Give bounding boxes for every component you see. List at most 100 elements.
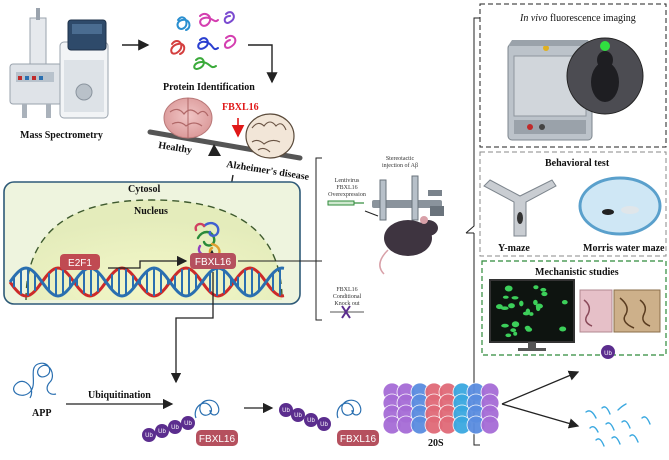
- ub-bead: [168, 420, 182, 434]
- fluorescent-cell: [511, 321, 520, 328]
- peptide-fragment: [601, 406, 611, 415]
- in-vivo-italic: In vivo: [519, 13, 548, 24]
- arrow-protein-to-brain: [248, 44, 278, 84]
- mechanistic-title: Mechanistic studies: [535, 267, 619, 278]
- knockout-icon: [330, 305, 364, 319]
- mass-spectrometer-icon: [9, 8, 109, 119]
- fluorescent-cell: [513, 331, 518, 336]
- arrow-fbxl16-to-ubiquitination: [170, 272, 214, 384]
- syringe-icon: [327, 200, 364, 206]
- ub-bead-label: Ub: [171, 425, 179, 431]
- right-bracket: [465, 17, 480, 446]
- proteasome-label: 20S: [428, 438, 444, 449]
- e2f1-box: [60, 254, 100, 270]
- lentivirus-label-1: Lentivirus: [335, 178, 360, 184]
- app-protein-bound-icon-2: [336, 399, 362, 419]
- mass-spectrometry-label: Mass Spectrometry: [20, 130, 103, 141]
- app-protein-bound-icon: [194, 399, 220, 419]
- fbxl16-complex-box-2: [337, 430, 379, 446]
- knockout-label-3: Knock out: [334, 301, 359, 307]
- arrow-to-fragments: [501, 403, 580, 429]
- free-ub-label: Ub: [604, 351, 612, 357]
- proteasome-subunit: [480, 415, 500, 435]
- fluorescent-cell: [529, 312, 534, 316]
- fbxl16-highlight-label: FBXL16: [222, 102, 259, 113]
- y-maze-label: Y-maze: [498, 243, 530, 254]
- healthy-brain-icon: [163, 97, 213, 139]
- fluorescent-cell: [541, 291, 548, 297]
- ub-bead: [317, 417, 331, 431]
- connector-to-mouse: [364, 210, 379, 217]
- fluorescent-cell: [540, 287, 547, 292]
- y-maze-icon: [483, 179, 557, 237]
- fluorescent-cell: [504, 285, 513, 292]
- fluorescent-cell: [559, 326, 567, 332]
- fluorescent-cell: [533, 285, 539, 290]
- in-vivo-panel: [479, 3, 667, 148]
- behavioral-title: Behavioral test: [545, 158, 610, 169]
- healthy-label: Healthy: [158, 140, 193, 156]
- ub-bead: [155, 424, 169, 438]
- fluorescent-cell: [496, 304, 503, 310]
- knockout-label-1: FBXL16: [336, 287, 357, 293]
- peptide-fragment: [605, 422, 615, 431]
- stereotactic-label-1: Stereotactic: [386, 156, 415, 162]
- peptide-fragment: [595, 438, 605, 447]
- fluorescent-cell: [508, 303, 515, 309]
- ub-bead-label: Ub: [282, 408, 290, 414]
- lentivirus-label-3: Overexpression: [328, 192, 366, 198]
- behavioral-panel: [479, 151, 667, 257]
- mouse-fluorescence-icon: [566, 37, 644, 115]
- peptide-fragment: [629, 434, 639, 443]
- fluorescent-cell: [525, 327, 533, 332]
- peptide-fragment: [589, 425, 599, 433]
- morris-label: Morris water maze: [583, 243, 665, 254]
- fluorescent-cell: [510, 328, 517, 333]
- water-maze-icon: [578, 176, 662, 236]
- in-vivo-title: In vivo fluorescence imaging: [519, 13, 636, 24]
- proteasome-20s-icon: [382, 382, 500, 435]
- app-label: APP: [32, 408, 51, 419]
- fbxl16-complex-label-2: FBXL16: [340, 434, 377, 445]
- ub-bead-label: Ub: [184, 421, 192, 427]
- ub-bead: [142, 428, 156, 442]
- fluorescent-cell: [505, 333, 512, 338]
- fluorescent-cell: [536, 305, 541, 312]
- peptide-fragment: [585, 410, 597, 419]
- arrow-e2f1-to-fbxl16: [108, 255, 188, 269]
- peptide-fragment: [611, 436, 621, 445]
- alzheimers-label: Alzheimer's disease: [226, 159, 311, 183]
- fbxl16-complex-label-1: FBXL16: [199, 434, 236, 445]
- lentivirus-label-2: FBXL16: [336, 185, 357, 191]
- fbxl16-complex-box-1: [196, 430, 238, 446]
- ub-bead: [291, 408, 305, 422]
- stereotactic-label-2: injection of Aβ: [382, 162, 418, 169]
- ub-bead-label: Ub: [320, 422, 328, 428]
- fluorescent-cell: [502, 295, 509, 299]
- alzheimer-brain-icon: [245, 113, 295, 159]
- ub-bead-label: Ub: [158, 429, 166, 435]
- ub-bead: [279, 403, 293, 417]
- protein-cluster-icon: [170, 11, 237, 70]
- ub-bead-label: Ub: [145, 433, 153, 439]
- protein-identification-label: Protein Identification: [163, 82, 255, 93]
- peptide-fragment: [621, 420, 631, 429]
- mouse-icon: [379, 216, 438, 275]
- fluorescent-cell: [519, 300, 524, 307]
- app-protein-icon: [13, 362, 57, 399]
- stereotactic-apparatus-icon: [372, 175, 444, 221]
- fluorescent-cell: [522, 311, 530, 316]
- fbxl16-gene-box: [190, 253, 236, 269]
- monitor-icon: [489, 279, 575, 351]
- peptide-fragment: [617, 403, 627, 411]
- fluorescent-cell: [501, 323, 509, 328]
- nucleus-label: Nucleus: [134, 206, 168, 217]
- peptide-fragment: [641, 416, 651, 425]
- e2f1-label: E2F1: [68, 258, 92, 269]
- ub-bead: [181, 416, 195, 430]
- cytosol-label: Cytosol: [128, 184, 160, 195]
- histology-icon: [579, 289, 661, 333]
- ub-bead-label: Ub: [307, 418, 315, 424]
